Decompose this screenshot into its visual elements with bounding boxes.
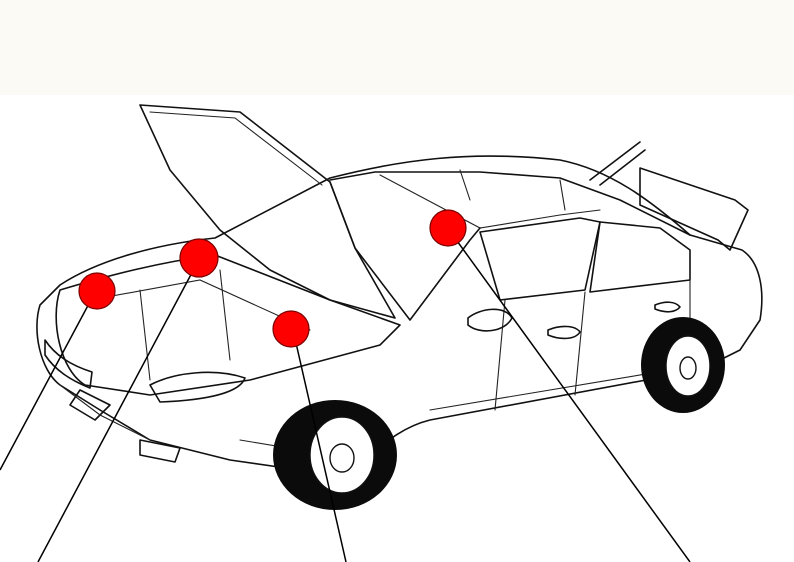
callout-line-1 xyxy=(0,298,92,470)
hotspot-markers xyxy=(79,210,466,347)
front-wheel xyxy=(273,400,397,510)
marker-2[interactable] xyxy=(180,239,218,277)
rear-wheel xyxy=(641,317,725,413)
car-body xyxy=(37,156,762,470)
callout-line-2 xyxy=(38,267,195,562)
marker-4[interactable] xyxy=(430,210,466,246)
marker-1[interactable] xyxy=(79,273,115,309)
marker-3[interactable] xyxy=(273,311,309,347)
